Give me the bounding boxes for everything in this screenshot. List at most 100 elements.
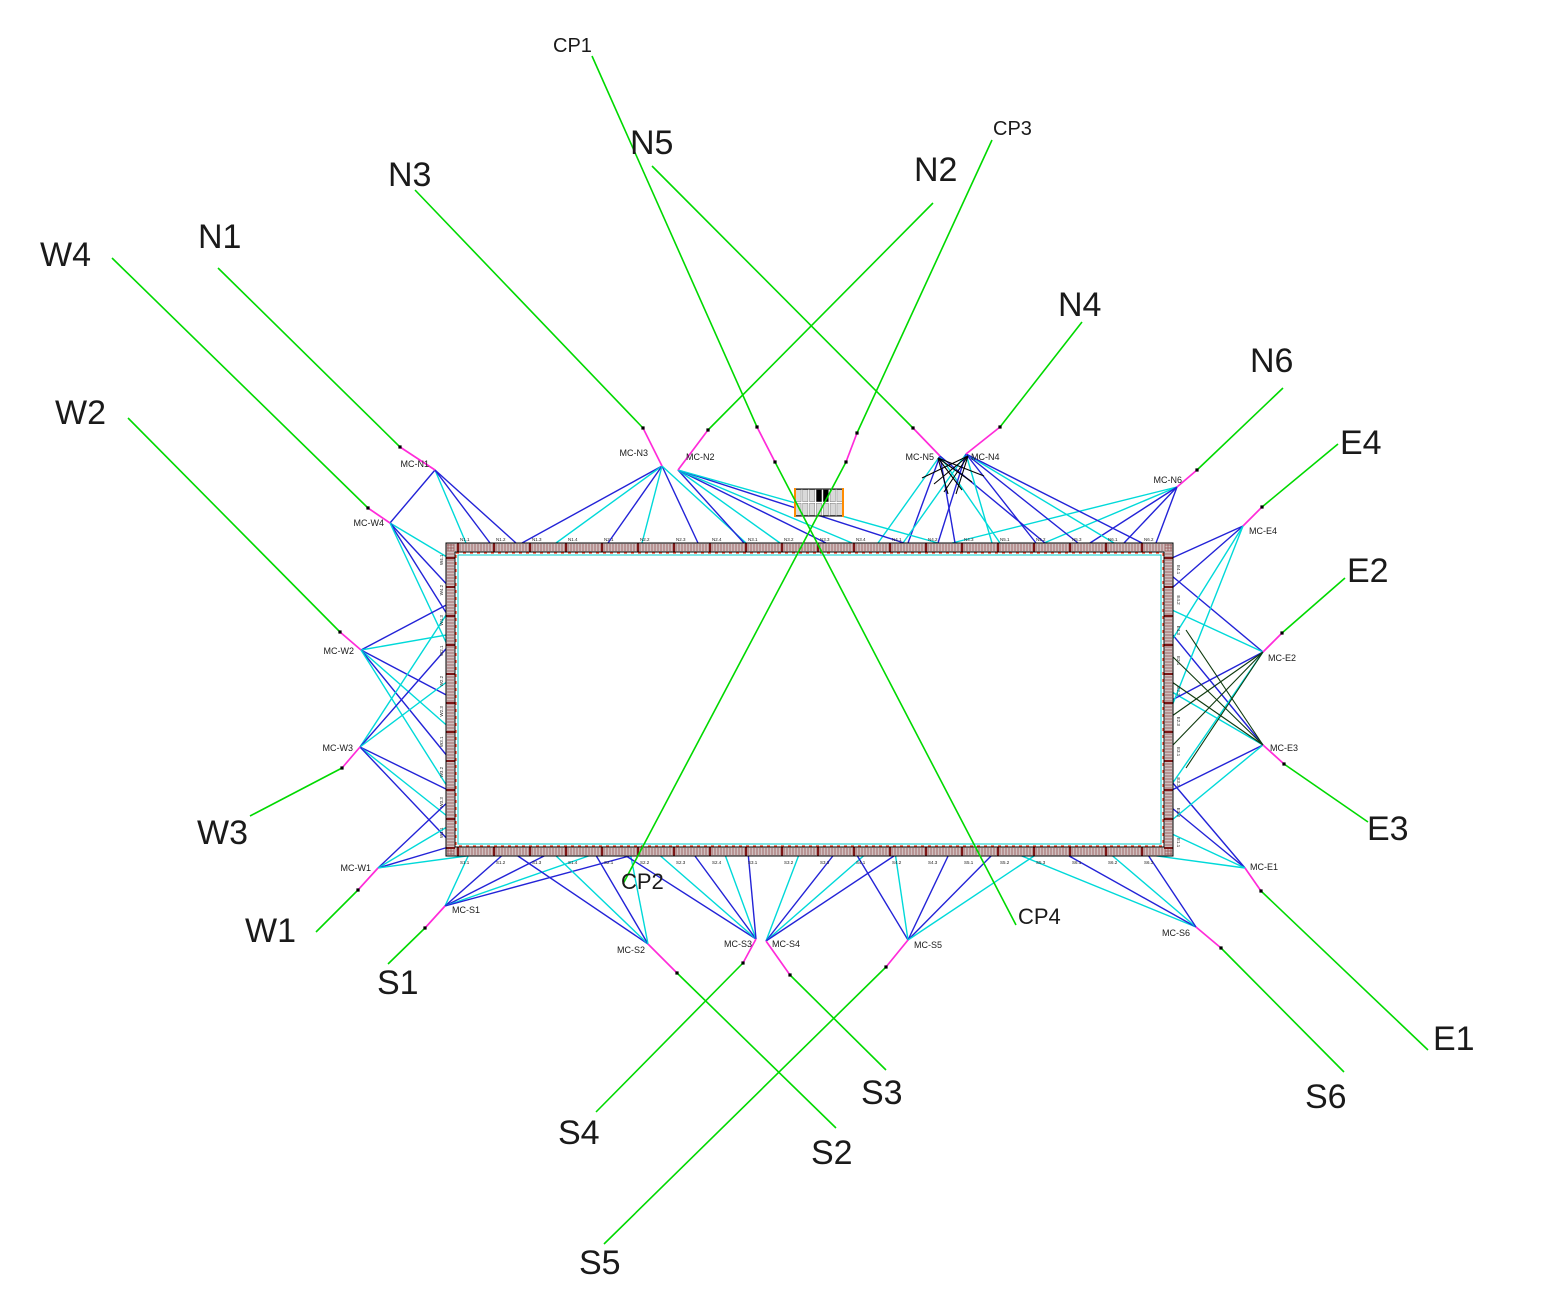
- crosshatch-line: [933, 455, 969, 485]
- reference-label-S5: S5: [579, 1244, 621, 1282]
- fan-line: [765, 851, 901, 942]
- wall-label-bottom: S2.2: [640, 860, 650, 865]
- fan-line: [359, 677, 453, 748]
- wall-label-right: E2.3: [1176, 717, 1181, 727]
- fan-line: [1123, 486, 1178, 544]
- fan-line: [360, 649, 453, 731]
- wall-inner-outline: [454, 551, 1165, 848]
- fan-line: [593, 851, 649, 945]
- fan-line: [907, 851, 1041, 941]
- wall-label-top: N3.3: [820, 537, 830, 542]
- wall-label-top: N1.2: [496, 537, 506, 542]
- station-label-MC-E1: MC-E1: [1250, 862, 1278, 872]
- fan-line: [965, 453, 1143, 544]
- wall-band: [446, 847, 1173, 856]
- wall-label-left: W3.3: [439, 797, 444, 808]
- sight-magenta: [399, 446, 436, 471]
- sight-lines: [111, 55, 1429, 1245]
- station-label-MC-W1: MC-W1: [341, 863, 372, 873]
- wall-label-top: N3.1: [748, 537, 758, 542]
- fan-MC-W3: [359, 605, 453, 845]
- fan-MC-N1: [389, 469, 517, 544]
- sight-magenta: [647, 943, 678, 974]
- fan-line: [1171, 525, 1244, 589]
- sightline-N3: [414, 189, 663, 467]
- fan-line: [1155, 486, 1178, 544]
- wall-label-right: E4.3: [1176, 626, 1181, 636]
- reference-label-E2: E2: [1347, 552, 1389, 590]
- sight-magenta: [339, 631, 362, 651]
- wall-red-dashes: [455, 552, 1164, 847]
- wall-label-bottom: S2.1: [604, 860, 614, 865]
- wall-label-top: N2.3: [676, 537, 686, 542]
- sightline-E4: [1242, 443, 1339, 527]
- fan-line: [677, 469, 745, 544]
- wall-band: [1164, 543, 1173, 856]
- station-label-MC-S6: MC-S6: [1162, 928, 1190, 938]
- sight-green: [1196, 387, 1284, 471]
- fan-line: [555, 465, 663, 544]
- fan-line: [1171, 781, 1246, 869]
- wall-cyan-lining: [457, 554, 1162, 845]
- reference-label-W4: W4: [40, 236, 91, 274]
- wall-label-bottom: S1.2: [496, 860, 506, 865]
- sight-green: [856, 139, 993, 434]
- sight-green: [249, 767, 343, 817]
- fan-MC-E4: [1171, 525, 1244, 707]
- sight-green: [1261, 443, 1339, 508]
- reference-label-S2: S2: [811, 1134, 853, 1172]
- junction-tick: [1260, 505, 1264, 509]
- wall-label-top: N4.1: [892, 537, 902, 542]
- junction-tick: [398, 445, 402, 449]
- reference-label-S6: S6: [1305, 1078, 1347, 1116]
- fan-line: [1171, 525, 1244, 559]
- fan-line: [377, 845, 453, 869]
- fan-line: [389, 522, 453, 561]
- crosshatch-line: [1171, 651, 1264, 717]
- fan-line: [661, 465, 699, 544]
- fan-line: [1107, 851, 1197, 928]
- reference-label-S3: S3: [861, 1074, 903, 1112]
- block-cell: [829, 489, 836, 502]
- junction-tick: [356, 888, 360, 892]
- sightline-N4: [965, 321, 1083, 455]
- fan-line: [359, 605, 453, 748]
- fan-line: [1171, 633, 1264, 746]
- station-label-MC-S4: MC-S4: [772, 939, 800, 949]
- station-label-MC-E2: MC-E2: [1268, 653, 1296, 663]
- wall-label-top: N1.1: [460, 537, 470, 542]
- wall-label-left: W2.3: [439, 706, 444, 717]
- wall-label-bottom: S4.3: [928, 860, 938, 865]
- fan-line: [1171, 807, 1246, 869]
- sightline-S2: [647, 943, 837, 1129]
- junction-tick: [755, 425, 759, 429]
- wall-label-right: E2.2: [1176, 686, 1181, 696]
- block-cell: [836, 503, 843, 516]
- fan-line: [677, 469, 853, 544]
- fan-line: [360, 601, 453, 651]
- fan-MC-S4: [765, 851, 901, 942]
- fan-line: [377, 823, 453, 869]
- sightline-W1: [315, 867, 379, 933]
- fan-line: [607, 465, 663, 544]
- sightline-W4: [111, 257, 391, 524]
- sight-magenta: [1262, 632, 1283, 653]
- wall-label-top: N5.3: [1072, 537, 1082, 542]
- sightline-E1: [1244, 867, 1429, 1051]
- wall-dividers: [446, 543, 1173, 856]
- wall-label-bottom: S5.1: [964, 860, 974, 865]
- fan-MC-N4: [902, 453, 1143, 544]
- reference-label-S1: S1: [377, 964, 419, 1002]
- junction-tick: [338, 630, 342, 634]
- wall-label-top: N5.1: [1000, 537, 1010, 542]
- junction-tick: [773, 460, 777, 464]
- wall-outer-outline: [445, 542, 1174, 857]
- fan-line: [677, 469, 905, 544]
- wall-label-bottom: S1.4: [568, 860, 578, 865]
- fan-line: [434, 469, 467, 544]
- wall-label-bottom: S4.1: [856, 860, 866, 865]
- wall-label-bottom: S2.4: [712, 860, 722, 865]
